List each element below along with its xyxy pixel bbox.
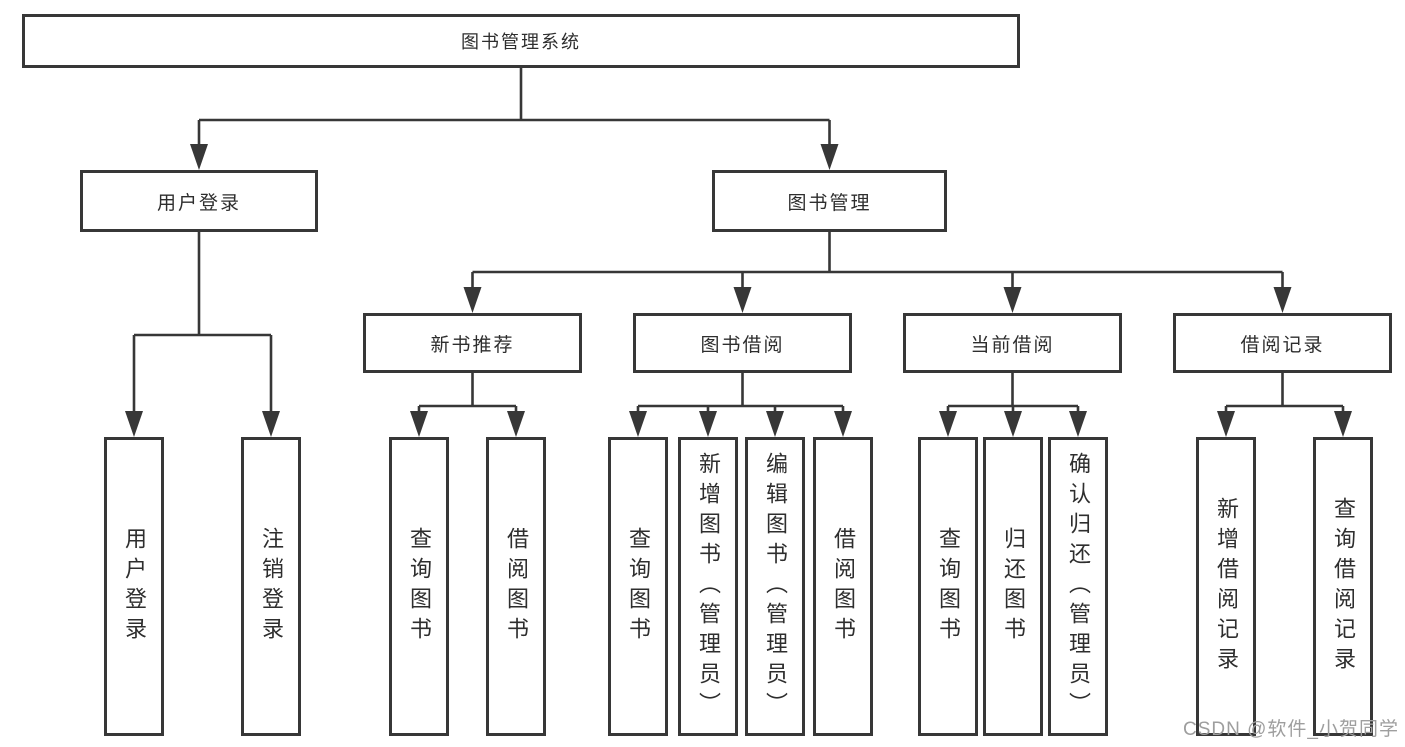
leaf-edit-book-admin: 编辑图书（管理员） (745, 437, 805, 736)
node-new-book-recommend: 新书推荐 (363, 313, 582, 373)
leaf-borrow-books-borrowing: 借阅图书 (813, 437, 873, 736)
leaf-query-borrow-record: 查询借阅记录 (1313, 437, 1373, 736)
leaf-confirm-return-admin: 确认归还（管理员） (1048, 437, 1108, 736)
node-current-borrowing: 当前借阅 (903, 313, 1122, 373)
node-user-login: 用户登录 (80, 170, 318, 232)
root-node: 图书管理系统 (22, 14, 1020, 68)
node-book-borrowing: 图书借阅 (633, 313, 852, 373)
leaf-borrow-books-recommend: 借阅图书 (486, 437, 546, 736)
csdn-watermark: CSDN @软件_小贺同学 (1183, 719, 1399, 740)
leaf-add-book-admin: 新增图书（管理员） (678, 437, 738, 736)
node-book-management: 图书管理 (712, 170, 947, 232)
leaf-query-books-borrowing: 查询图书 (608, 437, 668, 736)
leaf-user-login: 用户登录 (104, 437, 164, 736)
leaf-logout: 注销登录 (241, 437, 301, 736)
leaf-return-books: 归还图书 (983, 437, 1043, 736)
node-borrowing-records: 借阅记录 (1173, 313, 1392, 373)
leaf-query-books-current: 查询图书 (918, 437, 978, 736)
leaf-query-books-recommend: 查询图书 (389, 437, 449, 736)
leaf-add-borrow-record: 新增借阅记录 (1196, 437, 1256, 736)
